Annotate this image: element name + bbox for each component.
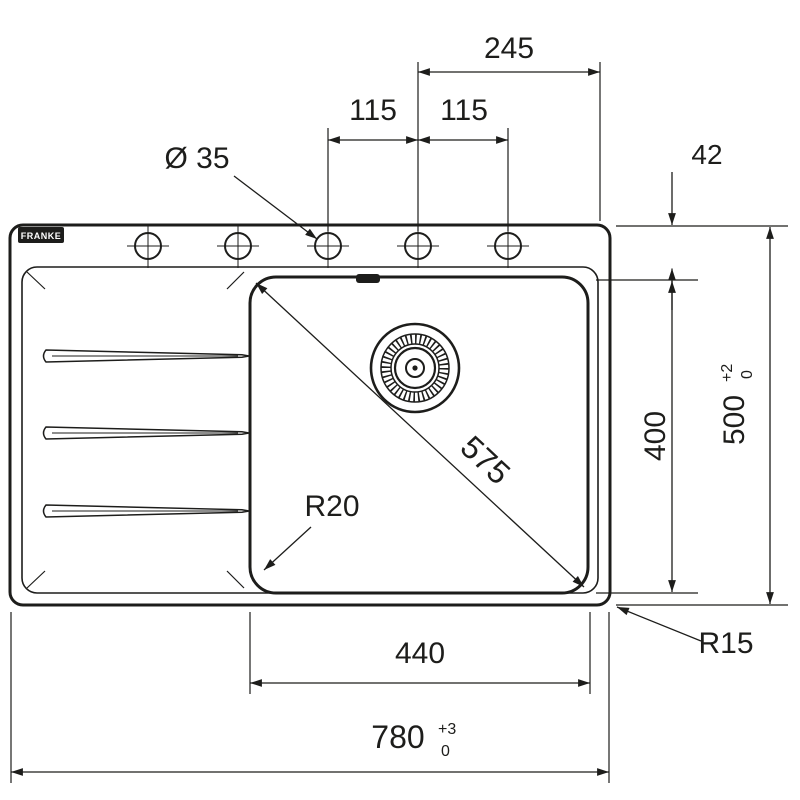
dimension-hole-diameter: Ø 35 — [164, 142, 318, 240]
dim-r15-label: R15 — [698, 627, 753, 660]
dimension-575: 575 — [255, 282, 585, 588]
drainboard-groove — [42, 349, 250, 363]
dimension-42: 42 — [668, 139, 723, 310]
franke-logo-text: FRANKE — [21, 231, 62, 241]
dim-780-tol-upper: +3 — [438, 721, 456, 738]
dimension-780: 780 +3 0 — [10, 612, 610, 783]
dimension-440: 440 — [249, 612, 591, 694]
bowl-edge — [248, 275, 590, 595]
faucet-hole-4 — [397, 226, 439, 268]
dimension-r20: R20 — [263, 490, 360, 571]
overflow-mark — [356, 274, 380, 283]
drainboard-groove — [42, 426, 250, 440]
dim-575-label: 575 — [454, 429, 518, 492]
faucet-hole-2 — [217, 226, 259, 268]
sink-body: FRANKE — [8, 223, 612, 607]
dim-115-right-label: 115 — [440, 94, 488, 127]
sink-outer-edge — [8, 223, 612, 607]
dim-440-label: 440 — [395, 637, 445, 670]
dimension-r15: R15 — [616, 606, 754, 660]
dim-42-label: 42 — [691, 139, 722, 170]
faucet-hole-1 — [127, 226, 169, 268]
dimension-500: 500 +2 0 — [616, 225, 788, 606]
dim-245-label: 245 — [484, 32, 534, 65]
dim-500-label: 500 — [718, 395, 751, 445]
dim-500-tol-lower: 0 — [739, 370, 756, 379]
dimension-400: 400 — [596, 279, 698, 594]
drainboard-groove — [42, 504, 250, 518]
dim-400-label: 400 — [639, 411, 672, 461]
dim-500-tol-upper: +2 — [719, 364, 736, 382]
dimension-115-115: 115 115 — [327, 94, 509, 231]
dim-780-label: 780 — [371, 719, 424, 755]
drainboard — [26, 271, 250, 589]
drainboard-slope-ticks — [26, 271, 245, 589]
dim-780-tol-lower: 0 — [441, 743, 450, 760]
drain-strainer — [369, 322, 461, 414]
franke-logo: FRANKE — [18, 227, 64, 243]
faucet-holes — [127, 226, 529, 268]
faucet-hole-3 — [307, 226, 349, 268]
dimension-245: 245 — [417, 32, 601, 231]
dim-115-left-label: 115 — [349, 94, 397, 127]
faucet-hole-5 — [487, 226, 529, 268]
sink-inner-rim — [21, 266, 599, 594]
dim-dia35-label: Ø 35 — [164, 142, 229, 175]
dim-r20-label: R20 — [304, 490, 359, 523]
